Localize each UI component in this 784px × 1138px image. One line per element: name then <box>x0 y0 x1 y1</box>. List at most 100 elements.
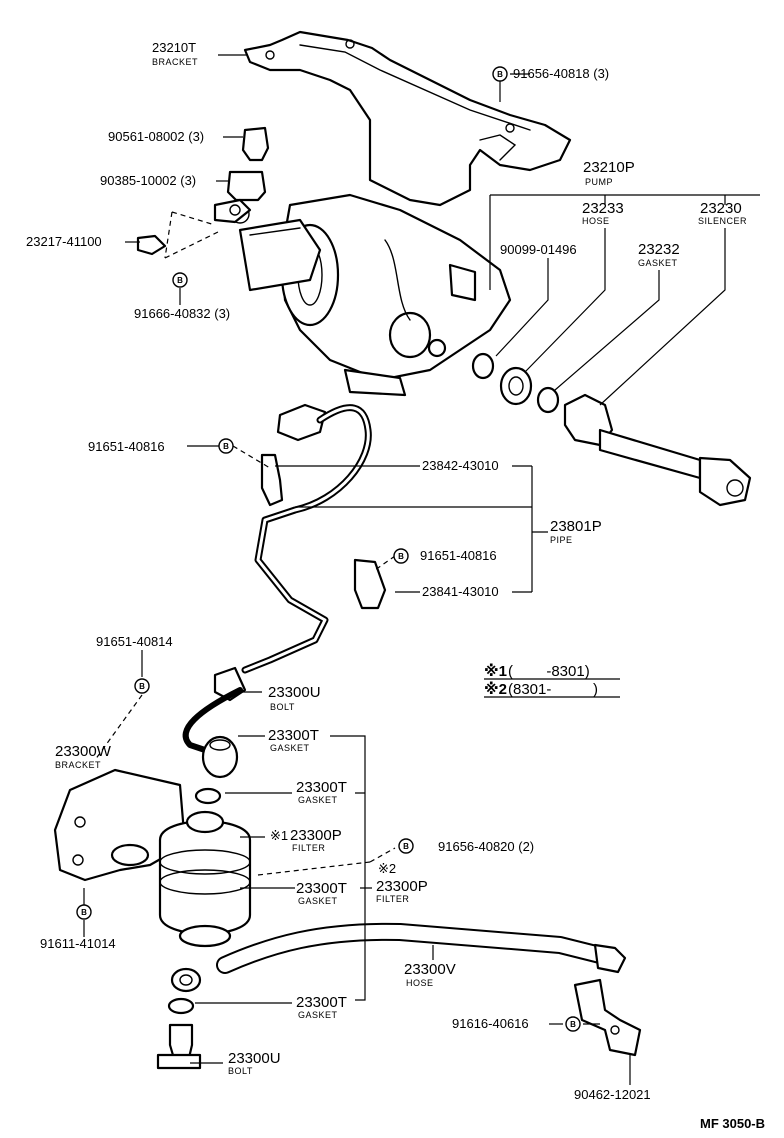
bolt-marker: B <box>172 272 188 288</box>
part-name: BRACKET <box>152 57 198 67</box>
bolt-marker-label: B <box>497 70 503 79</box>
part-name: BOLT <box>270 702 295 712</box>
variant-legend: ※1 ( -8301) ※2 (8301- ) <box>484 662 620 698</box>
figure-code-text: MF 3050-B <box>700 1116 765 1131</box>
part-number: 23232 <box>638 241 680 258</box>
part-name: GASKET <box>270 743 310 753</box>
bolt-marker: B <box>398 838 414 854</box>
part-name: BOLT <box>228 1066 253 1076</box>
filter-assembly-part <box>53 735 252 1070</box>
callout-91656-40820: 91656-40820 (2) <box>438 839 534 854</box>
part-number: 91666-40832 (3) <box>134 306 230 321</box>
callout-91656-40818: 91656-40818 (3) <box>513 66 609 81</box>
bolt-marker: B <box>492 66 508 82</box>
variant-mark: ※2 <box>378 861 396 876</box>
callout-23300t-1: 23300T GASKET <box>268 727 319 753</box>
part-number: 23300T <box>296 880 347 897</box>
part-number: 23210T <box>152 40 196 55</box>
callout-91651-40816-upper: 91651-40816 <box>88 439 165 454</box>
callout-23300p-1: ※1 23300P FILTER <box>270 827 342 853</box>
callout-23210p: 23210P PUMP <box>583 159 635 187</box>
part-name: GASKET <box>298 1010 338 1020</box>
callout-23300v: 23300V HOSE <box>404 961 456 988</box>
part-number: 23300V <box>404 961 456 978</box>
part-number: 90462-12021 <box>574 1087 651 1102</box>
callout-23841-43010: 23841-43010 <box>422 584 499 599</box>
callout-23230: 23230 SILENCER <box>698 200 747 226</box>
part-name: HOSE <box>406 978 434 988</box>
part-number: 23300P <box>290 827 342 844</box>
part-name: GASKET <box>298 795 338 805</box>
part-number: 23300U <box>228 1050 281 1067</box>
callout-91611-41014: 91611-41014 <box>40 936 116 951</box>
bolt-marker: B <box>76 904 92 920</box>
legend-range-1: ( -8301) <box>508 663 590 680</box>
part-number: 23801P <box>550 518 602 535</box>
part-number: 91651-40816 <box>88 439 165 454</box>
part-name: SILENCER <box>698 216 747 226</box>
part-number: 23210P <box>583 159 635 176</box>
part-number: 23300T <box>296 994 347 1011</box>
callout-23300u-upper: 23300U BOLT <box>268 684 321 712</box>
part-name: FILTER <box>292 843 325 853</box>
part-number: 23300W <box>55 743 112 760</box>
part-name: GASKET <box>298 896 338 906</box>
part-name: HOSE <box>582 216 610 226</box>
part-name: PUMP <box>585 177 613 187</box>
part-number: 23300T <box>296 779 347 796</box>
callout-23300t-4: 23300T GASKET <box>296 994 347 1020</box>
bolt-marker-label: B <box>177 276 183 285</box>
part-number: 90385-10002 (3) <box>100 173 196 188</box>
callout-91651-40816-lower: 91651-40816 <box>420 548 497 563</box>
callout-23217-41100: 23217-41100 <box>26 234 102 249</box>
part-number: 91656-40818 (3) <box>513 66 609 81</box>
part-number: 23300P <box>376 878 428 895</box>
callout-23300t-2: 23300T GASKET <box>296 779 347 805</box>
part-number: 91611-41014 <box>40 936 116 951</box>
part-number: 23300U <box>268 684 321 701</box>
callout-23300w: 23300W BRACKET <box>55 743 112 770</box>
bolt-marker-label: B <box>139 682 145 691</box>
part-number: 90561-08002 (3) <box>108 129 204 144</box>
part-number: 91651-40816 <box>420 548 497 563</box>
callout-90462-12021: 90462-12021 <box>574 1087 651 1102</box>
callout-23232: 23232 GASKET <box>638 241 680 268</box>
leader-lines <box>83 54 760 1085</box>
part-name: GASKET <box>638 258 678 268</box>
callout-91616-40616: 91616-40616 <box>452 1016 529 1031</box>
pump-bracket-part <box>243 30 572 207</box>
callout-90099-01496: 90099-01496 <box>500 242 577 257</box>
outlet-hose-part <box>216 922 642 1057</box>
part-number: 91616-40616 <box>452 1016 529 1031</box>
part-number: 23230 <box>700 200 742 217</box>
bolt-marker: B <box>393 548 409 564</box>
callout-23842-43010: 23842-43010 <box>422 458 499 473</box>
hose-silencer-part <box>471 352 752 507</box>
part-number: 23842-43010 <box>422 458 499 473</box>
bolt-marker-label: B <box>398 552 404 561</box>
bolt-marker: B <box>218 438 234 454</box>
legend-mark-2: ※2 <box>484 680 507 698</box>
callout-91651-40814: 91651-40814 <box>96 634 173 649</box>
callout-23300t-3: 23300T GASKET <box>296 880 347 906</box>
part-number: 91656-40820 (2) <box>438 839 534 854</box>
callout-90385-10002: 90385-10002 (3) <box>100 173 196 188</box>
figure-code: MF 3050-B <box>700 1116 765 1131</box>
callout-23233: 23233 HOSE <box>582 200 624 226</box>
part-number: 23841-43010 <box>422 584 499 599</box>
part-number: 90099-01496 <box>500 242 577 257</box>
part-number: 91651-40814 <box>96 634 173 649</box>
callout-23300p-2: ※2 23300P FILTER <box>376 861 428 904</box>
bolt-marker: B <box>134 678 150 694</box>
part-name: BRACKET <box>55 760 101 770</box>
part-number: 23217-41100 <box>26 234 102 249</box>
part-number: 23233 <box>582 200 624 217</box>
pump-assembly-part <box>230 193 512 397</box>
bolt-marker: B <box>565 1016 581 1032</box>
part-number: 23300T <box>268 727 319 744</box>
legend-range-2: (8301- ) <box>508 681 598 698</box>
small-parts-top <box>136 126 270 256</box>
callout-90561-08002: 90561-08002 (3) <box>108 129 204 144</box>
bolt-marker-label: B <box>81 908 87 917</box>
